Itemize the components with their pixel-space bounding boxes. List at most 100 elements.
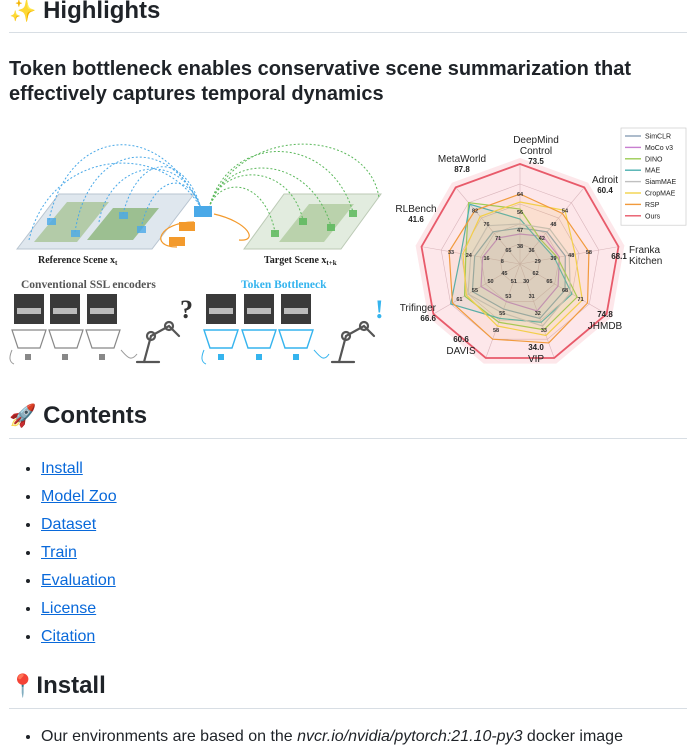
list-item: Evaluation bbox=[41, 567, 117, 595]
radar-value-label: 53 bbox=[505, 294, 511, 300]
radar-value-label: 51 bbox=[511, 279, 517, 285]
target-green-tokens bbox=[271, 210, 357, 237]
token bbox=[349, 210, 357, 217]
highlights-figure: Reference Scene xt Target Scene xt+k Con… bbox=[9, 122, 687, 372]
bottleneck-token bbox=[194, 206, 212, 217]
tb-bracket bbox=[201, 349, 330, 365]
encoder bbox=[48, 329, 84, 349]
radar-spoke bbox=[519, 263, 607, 315]
radar-value-label: 47 bbox=[517, 228, 523, 234]
radar-value-label: 31 bbox=[529, 294, 535, 300]
arm-link bbox=[142, 324, 181, 364]
link-license[interactable]: License bbox=[41, 600, 97, 617]
contents-title: Contents bbox=[43, 402, 148, 429]
radar-value-label: 68 bbox=[562, 288, 568, 294]
green-attention-arcs bbox=[208, 143, 380, 233]
radar-axis-max: 41.6 bbox=[408, 215, 424, 224]
arc bbox=[98, 168, 202, 223]
reference-scene-patch bbox=[34, 202, 109, 242]
install-heading: 📍Install bbox=[9, 671, 106, 702]
encoder bbox=[278, 329, 314, 349]
ssl-outputs bbox=[25, 354, 105, 360]
token bbox=[119, 212, 128, 219]
orange-arrow bbox=[160, 221, 195, 248]
radar-value-label: 42 bbox=[539, 236, 545, 242]
token bbox=[71, 230, 80, 237]
link-install[interactable]: Install bbox=[41, 460, 83, 477]
target-scene-patch bbox=[279, 204, 354, 242]
list-item: License bbox=[41, 595, 117, 623]
radar-value-label: 33 bbox=[541, 328, 547, 334]
legend-entry: RSP bbox=[645, 202, 660, 209]
encoder bbox=[241, 329, 277, 349]
legend-entry: SiamMAE bbox=[645, 179, 676, 186]
radar-axis-max: 60.4 bbox=[597, 186, 613, 195]
link-evaluation[interactable]: Evaluation bbox=[41, 572, 116, 589]
radar-value-label: 61 bbox=[456, 297, 462, 303]
radar-value-label: 55 bbox=[499, 311, 505, 317]
radar-value-label: 56 bbox=[517, 210, 523, 216]
install-title: Install bbox=[36, 672, 106, 699]
robot-arm-ssl bbox=[135, 320, 181, 364]
contents-list: Install Model Zoo Dataset Train Evaluati… bbox=[0, 455, 117, 651]
thumbnail-detail bbox=[284, 308, 308, 314]
radar-series-dino bbox=[463, 202, 578, 331]
highlights-divider bbox=[9, 32, 687, 33]
thumbnail-detail bbox=[209, 308, 233, 314]
output-token bbox=[99, 354, 105, 360]
install-notes: Our environments are based on the nvcr.i… bbox=[0, 725, 687, 749]
legend-entry: DINO bbox=[645, 156, 663, 163]
radar-value-label: 8 bbox=[501, 259, 504, 265]
arm-joint bbox=[340, 330, 352, 342]
radar-value-label: 62 bbox=[533, 271, 539, 277]
radar-axis-max: 66.6 bbox=[420, 314, 436, 323]
legend-entry: MAE bbox=[645, 168, 661, 175]
thumbnail-detail bbox=[53, 308, 77, 314]
output-token bbox=[256, 354, 262, 360]
arm-link bbox=[337, 324, 376, 364]
radar-value-label: 64 bbox=[517, 192, 524, 198]
radar-value-label: 39 bbox=[550, 256, 556, 262]
legend-entry: CropMAE bbox=[645, 191, 676, 198]
link-model-zoo[interactable]: Model Zoo bbox=[41, 488, 117, 505]
thumbnail-detail bbox=[17, 308, 41, 314]
install-divider bbox=[9, 708, 687, 709]
orange-token bbox=[179, 222, 195, 231]
output-token bbox=[25, 354, 31, 360]
tb-thumbnails bbox=[206, 294, 311, 324]
tb-outputs bbox=[218, 354, 299, 360]
output-token bbox=[62, 354, 68, 360]
radar-value-label: 30 bbox=[523, 279, 529, 285]
radar-axis-label: Control bbox=[520, 146, 552, 157]
radar-series-ours bbox=[420, 163, 620, 359]
output-token bbox=[293, 354, 299, 360]
ssl-encoders bbox=[11, 329, 121, 349]
radar-grid-ring bbox=[440, 183, 600, 340]
arc bbox=[122, 166, 202, 215]
radar-axis-max: 68.1 bbox=[611, 252, 627, 261]
orange-arrow bbox=[213, 213, 250, 241]
radar-spoke bbox=[519, 187, 585, 265]
list-item: Train bbox=[41, 539, 117, 567]
docker-image-name: nvcr.io/nvidia/pytorch:21.10-py3 bbox=[297, 728, 523, 745]
link-train[interactable]: Train bbox=[41, 544, 77, 561]
radar-axis-label: RLBench bbox=[395, 204, 436, 215]
link-dataset[interactable]: Dataset bbox=[41, 516, 97, 533]
radar-value-label: 71 bbox=[578, 297, 584, 303]
note-text: Our environments are based on the bbox=[41, 728, 298, 745]
encoder bbox=[203, 329, 239, 349]
link-citation[interactable]: Citation bbox=[41, 628, 96, 645]
radar-series-rsp bbox=[448, 193, 590, 344]
radar-value-label: 55 bbox=[472, 288, 478, 294]
radar-value-label: 36 bbox=[529, 248, 535, 254]
arc bbox=[208, 167, 332, 227]
subtitle: Token bottleneck enables conservative sc… bbox=[9, 58, 632, 105]
radar-grid-ring bbox=[499, 243, 541, 284]
arm-joint bbox=[358, 320, 370, 332]
legend-entry: Ours bbox=[645, 213, 661, 220]
ssl-bracket bbox=[9, 349, 138, 365]
radar-value-label: 58 bbox=[586, 250, 592, 256]
token bbox=[327, 224, 335, 231]
